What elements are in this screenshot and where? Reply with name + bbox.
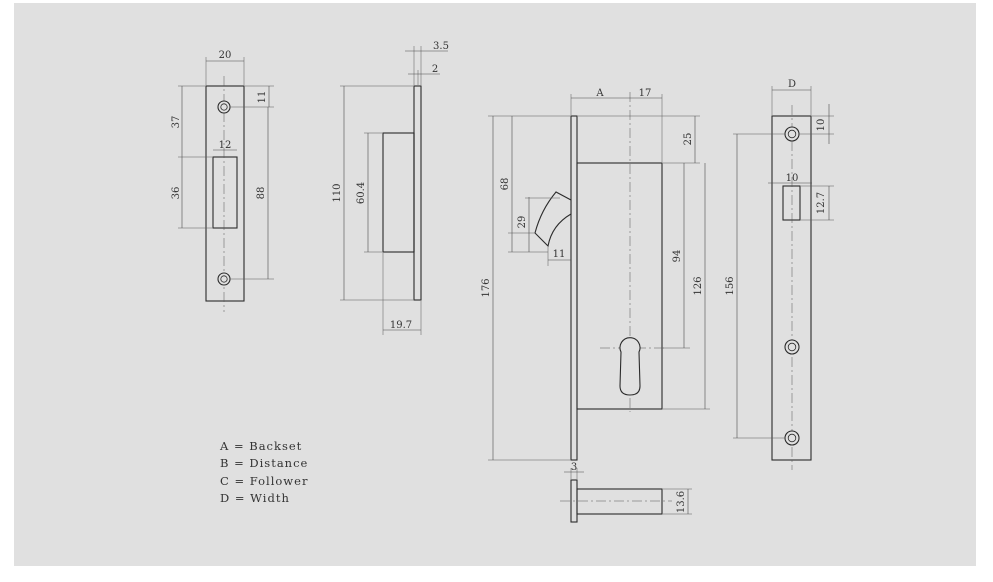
legend-item: B = Distance: [220, 456, 308, 470]
dim-label: 11: [553, 249, 566, 260]
dim-label: 37: [171, 116, 182, 129]
dim-label: 156: [725, 276, 736, 295]
dim-label: D: [788, 79, 796, 90]
faceplate-screw-bottom-icon: [784, 430, 800, 446]
dim-label: 36: [171, 187, 182, 200]
legend-item: A = Backset: [219, 439, 302, 453]
screw-hole-bottom-icon: [217, 272, 231, 286]
faceplate-screw-top-icon: [784, 126, 800, 142]
dim-label: 94: [672, 250, 683, 263]
dim-label: 176: [481, 278, 492, 297]
dim-label: 29: [517, 216, 528, 229]
dim-label: 19.7: [390, 320, 412, 331]
dim-label: 3: [571, 462, 577, 473]
dim-label: 12: [219, 140, 232, 151]
dim-label: 20: [219, 50, 232, 61]
follower-shaft: [576, 488, 663, 515]
strike-front-view: 20 37 36 12 11 88: [171, 50, 274, 312]
dim-label: 3.5: [433, 41, 449, 52]
dim-label: 17: [639, 88, 652, 99]
hook-bolt: [534, 191, 572, 248]
dim-label: 25: [683, 133, 694, 146]
strike-slot: [212, 156, 238, 229]
legend: A = Backset B = Distance C = Follower D …: [219, 439, 308, 505]
legend-item: C = Follower: [220, 474, 308, 488]
latch-slot: [782, 185, 801, 221]
dim-label: 10: [816, 119, 827, 132]
lock-body-view: A 17 25 68 29 11 94 126 176: [481, 88, 710, 461]
faceplate-screw-middle-icon: [784, 339, 800, 355]
dim-label: 10: [786, 173, 799, 184]
legend-item: D = Width: [220, 491, 290, 505]
lock-case: [576, 162, 663, 410]
dim-label: 13.6: [676, 491, 687, 513]
screw-hole-top-icon: [217, 100, 231, 114]
faceplate-outline: [771, 115, 812, 461]
dim-label: 11: [257, 91, 268, 104]
dim-label: 2: [432, 64, 438, 75]
strike-plate-outline: [205, 85, 245, 302]
strike-side-view: 3.5 2 110 60.4 19.7: [332, 41, 449, 335]
dim-label: 12.7: [816, 192, 827, 214]
drawing-panel: [14, 3, 976, 566]
dim-label: A: [595, 88, 604, 99]
dim-label: 68: [500, 178, 511, 191]
dim-label: 110: [332, 183, 343, 202]
dim-label: 60.4: [356, 182, 367, 204]
dim-label: 126: [693, 276, 704, 295]
dim-label: 88: [256, 187, 267, 200]
faceplate-view: D 10 10 12.7 156: [725, 79, 834, 470]
follower-view: 3 13.6: [560, 462, 692, 523]
cylinder-keyhole-icon: [619, 337, 641, 396]
